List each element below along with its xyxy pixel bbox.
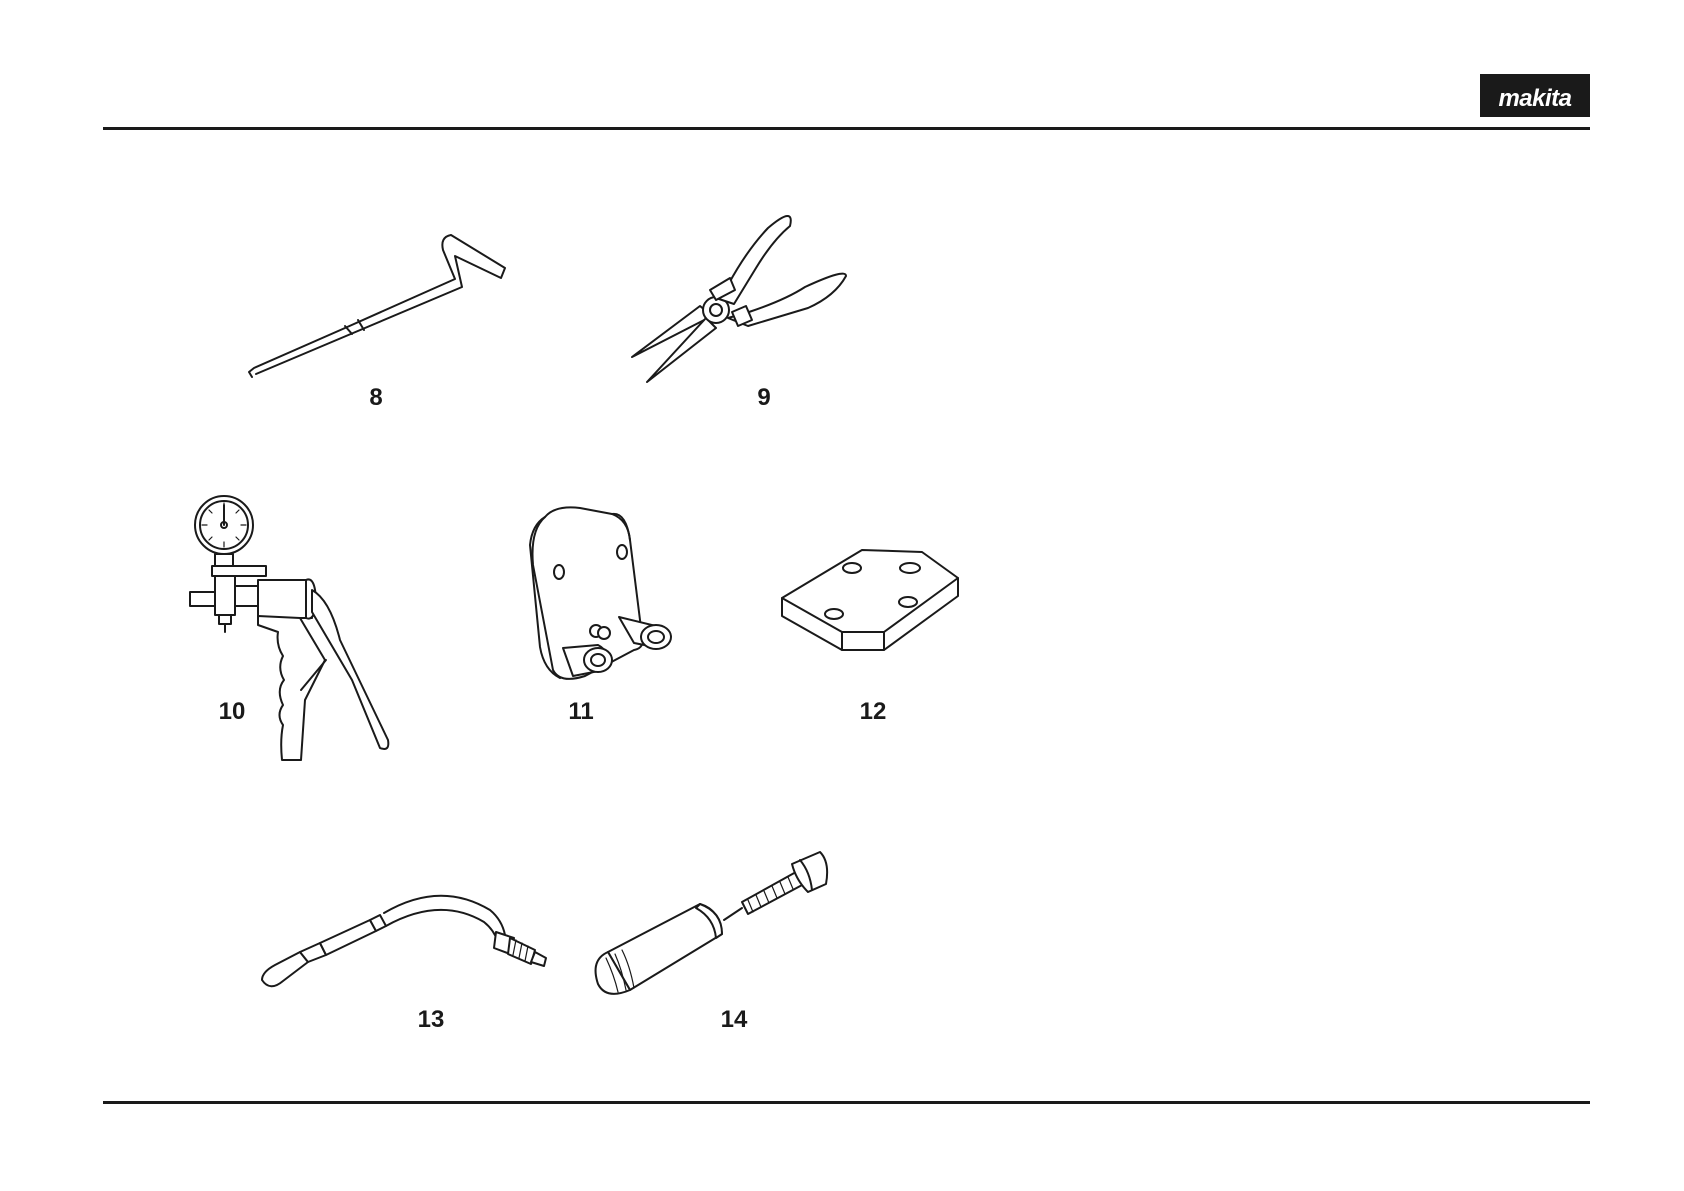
tool-label-11: 11	[568, 700, 593, 724]
tool-14-puller-bolt	[596, 852, 828, 994]
tool-label-10: 10	[219, 700, 246, 724]
tool-12-flat-plate	[782, 550, 958, 650]
tool-label-8: 8	[369, 386, 382, 410]
tool-8-hook-rod	[249, 235, 505, 377]
tool-label-12: 12	[860, 700, 887, 724]
tool-label-13: 13	[418, 1008, 445, 1032]
tool-11-holder-block	[530, 507, 671, 679]
tool-13-test-hose	[262, 896, 546, 987]
tool-label-14: 14	[721, 1008, 748, 1032]
tool-9-pliers	[632, 216, 846, 382]
tool-label-9: 9	[757, 386, 770, 410]
